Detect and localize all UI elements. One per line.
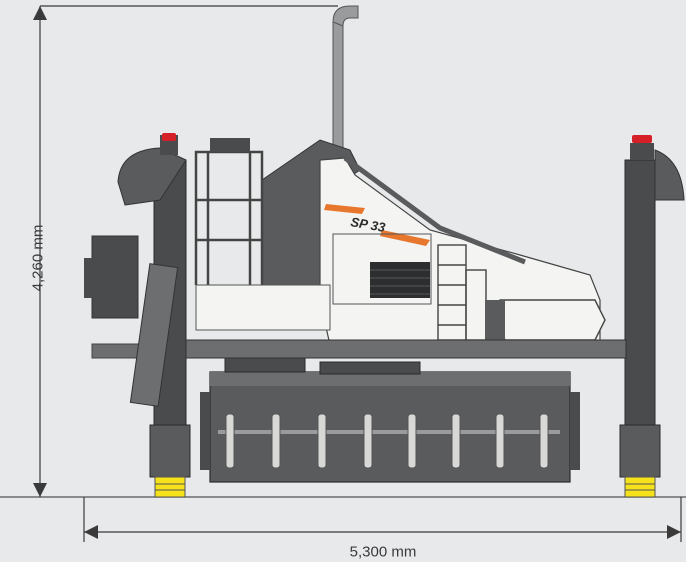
operator-seat xyxy=(210,138,250,152)
height-dimension-line xyxy=(33,5,338,497)
engine-grille xyxy=(370,262,430,298)
model-label: SP 33 xyxy=(349,214,387,235)
right-track xyxy=(619,424,661,498)
operator-platform xyxy=(195,284,331,331)
height-dimension-label: 4,260 mm xyxy=(29,224,47,292)
right-warning-light xyxy=(632,135,652,143)
left-track-pad xyxy=(154,476,186,498)
exhaust-pipe xyxy=(332,5,359,158)
front-cover xyxy=(494,299,606,341)
width-dimension-label: 5,300 mm xyxy=(349,543,417,561)
side-panel xyxy=(332,233,432,305)
auger-blades xyxy=(225,413,549,469)
spreading-unit xyxy=(200,353,580,483)
left-stair-arm xyxy=(129,263,179,407)
right-track-pad xyxy=(624,476,656,498)
left-warning-light xyxy=(162,133,176,141)
operator-railing xyxy=(194,150,264,285)
chassis-frame xyxy=(185,339,627,359)
left-track xyxy=(149,424,191,498)
width-dimension-line xyxy=(83,497,682,542)
right-column xyxy=(624,135,685,431)
body-top-edge xyxy=(343,155,526,265)
front-bracket xyxy=(485,300,505,340)
